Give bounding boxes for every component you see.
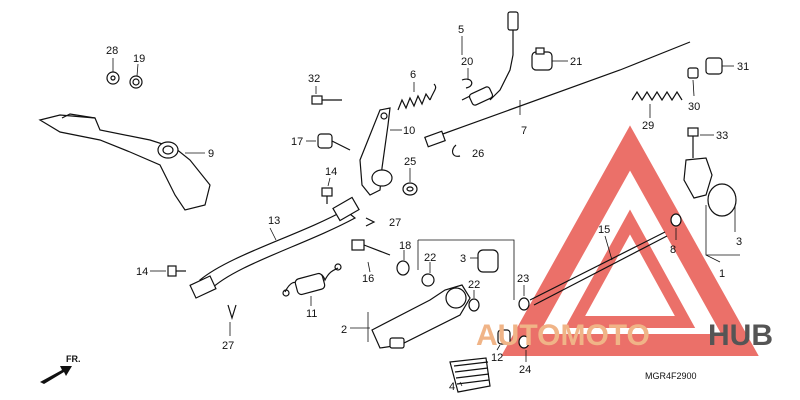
part-label: 30 [688, 101, 700, 113]
brake-pedal-clip-19 [129, 75, 143, 89]
part-label: 25 [404, 156, 416, 168]
part-label: 31 [737, 61, 749, 73]
brake-pedal-washer-28 [106, 71, 120, 85]
brake-rod [189, 196, 360, 299]
part-label: 12 [491, 352, 503, 364]
part-label: 16 [362, 273, 374, 285]
washer-8 [670, 213, 682, 227]
part-label: 28 [106, 45, 118, 57]
bolt-14-upper [321, 187, 333, 204]
part-label: 32 [308, 73, 320, 85]
joint-upper [683, 157, 737, 217]
clip-20 [461, 78, 473, 89]
part-label: 21 [570, 56, 582, 68]
part-label: 33 [716, 130, 728, 142]
part-label: 27 [389, 217, 401, 229]
part-label: 4 [449, 381, 455, 393]
collar-17 [317, 133, 351, 151]
part-label: 10 [403, 125, 415, 137]
bolt-14-left [167, 265, 186, 277]
pin-12 [497, 329, 511, 345]
nut-30 [687, 67, 699, 79]
watermark-triangle [501, 125, 759, 356]
part-label: 6 [410, 69, 416, 81]
part-label: 24 [519, 364, 531, 376]
adjusting-rod-15 [529, 231, 668, 306]
part-label: 26 [472, 148, 484, 160]
brake-pedal [38, 113, 211, 211]
return-spring-11 [282, 263, 342, 297]
part-label: 22 [424, 252, 436, 264]
diagram-code: MGR4F2900 [645, 371, 697, 381]
cap-31 [705, 57, 723, 75]
washer-25 [402, 182, 418, 196]
stop-switch-5 [461, 11, 519, 106]
cotter-pin-27-upper [365, 217, 376, 227]
watermark-text: AUTOMOTO HUB [476, 319, 773, 352]
clamp-21 [531, 47, 553, 71]
collar-3-lower [477, 249, 499, 273]
watermark-word-part2: HUB [708, 319, 773, 352]
part-label: 11 [306, 308, 317, 320]
clip-26 [451, 144, 461, 157]
cotter-pin-27-lower [227, 304, 237, 321]
spring-29 [631, 90, 683, 102]
part-label: 23 [517, 273, 529, 285]
bolt-33 [687, 127, 699, 158]
bolt-32 [311, 95, 342, 105]
part-label: 29 [642, 120, 654, 132]
switch-spring-6 [397, 83, 437, 111]
part-label: 7 [521, 125, 527, 137]
part-label: 17 [291, 136, 303, 148]
collar-18 [396, 260, 410, 276]
part-label: 8 [670, 244, 676, 256]
brake-lever-2 [371, 284, 471, 349]
nut-24 [518, 335, 530, 349]
part-label: 3 [460, 253, 466, 265]
part-labels: 1 2 3 3 4 5 6 7 8 9 10 11 12 13 14 14 15… [106, 24, 749, 393]
part-label: 14 [325, 166, 337, 178]
part-label: 27 [222, 340, 234, 352]
front-arrow-icon [40, 366, 72, 384]
nut-23 [518, 297, 530, 311]
bolt-16 [351, 239, 391, 256]
rubber-4 [449, 357, 491, 393]
part-label: 1 [719, 268, 725, 280]
part-label: 19 [133, 53, 145, 65]
part-label: 5 [458, 24, 464, 36]
part-label: 14 [136, 266, 148, 278]
part-label: 20 [461, 56, 473, 68]
part-label: 9 [208, 148, 214, 160]
watermark-word-part1: AUTOMOTO [476, 319, 650, 352]
part-label: 22 [468, 279, 480, 291]
brake-cable-7 [424, 41, 691, 148]
front-direction-indicator: FR. [40, 354, 81, 384]
part-label: 15 [598, 224, 610, 236]
brake-arm-bracket-10 [359, 107, 393, 196]
front-label: FR. [66, 354, 81, 364]
part-label: 13 [268, 215, 280, 227]
part-label: 2 [341, 324, 347, 336]
washer-22-upper [421, 273, 435, 287]
part-label: 3 [736, 236, 742, 248]
part-label: 18 [399, 240, 411, 252]
washer-22-lower [468, 298, 480, 312]
